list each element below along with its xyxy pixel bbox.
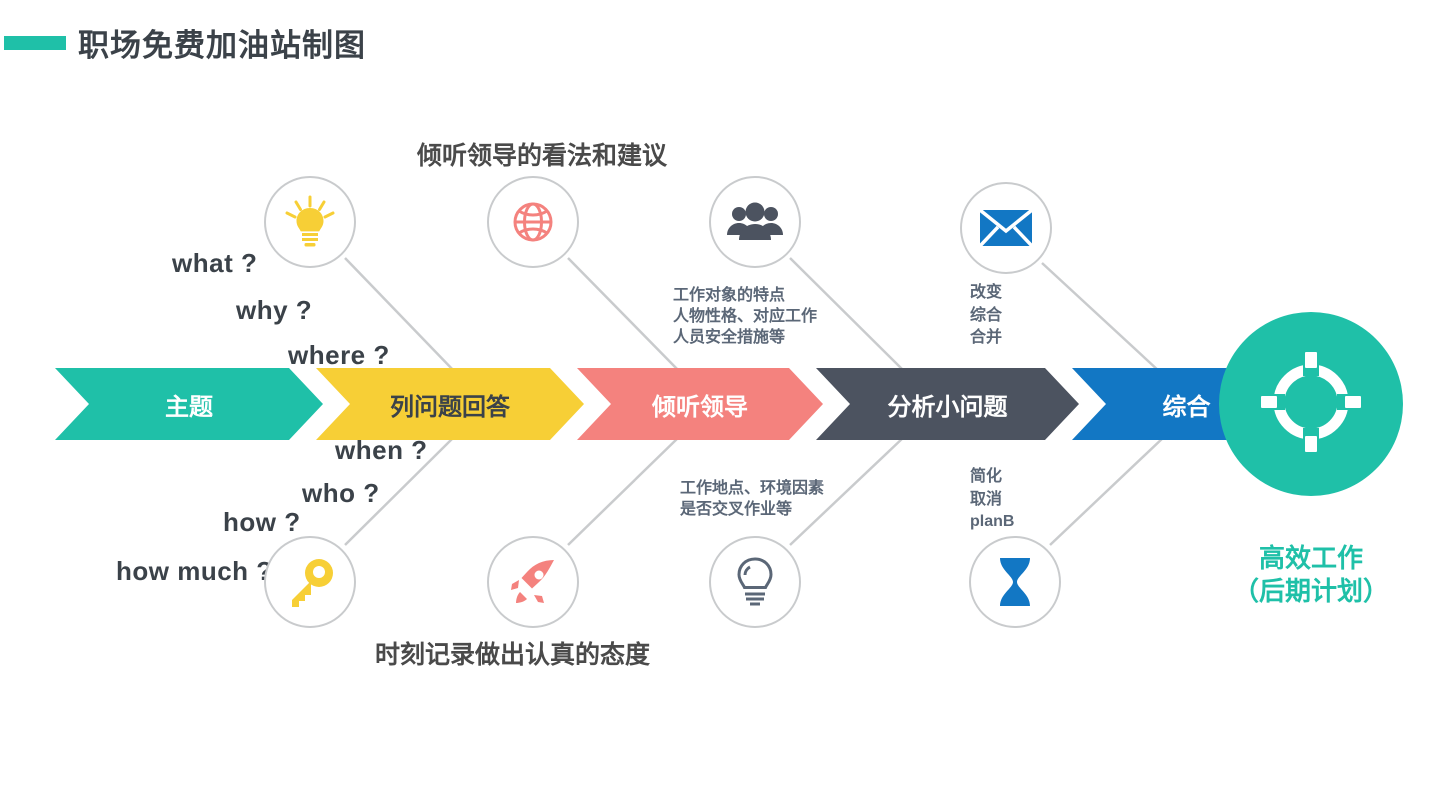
key-icon bbox=[284, 556, 336, 608]
title-accent-bar bbox=[4, 36, 66, 50]
process-step-2[interactable]: 列问题回答 bbox=[316, 368, 584, 440]
question-label-why: why ? bbox=[236, 295, 313, 325]
icon-bubble-lightbulb[interactable] bbox=[264, 176, 356, 268]
note-analysis-top-line2: 人物性格、对应工作 bbox=[673, 308, 818, 326]
question-label-where: where ? bbox=[288, 340, 390, 370]
process-step-3-label: 倾听领导 bbox=[652, 393, 748, 421]
icon-bubble-lightbulb-outline[interactable] bbox=[709, 536, 801, 628]
globe-icon bbox=[508, 197, 558, 247]
lightbulb-outline-icon bbox=[733, 556, 777, 608]
note-analysis-bottom-line1: 工作地点、环境因素 bbox=[680, 480, 825, 497]
note-synthesis-top-line3: 合并 bbox=[970, 329, 1003, 347]
note-analysis-bottom: 工作地点、环境因素 是否交叉作业等 bbox=[680, 478, 824, 520]
icon-bubble-envelope[interactable] bbox=[960, 182, 1052, 274]
people-group-icon bbox=[727, 202, 783, 242]
note-analysis-bottom-line2: 是否交叉作业等 bbox=[680, 501, 793, 519]
question-label-how-much: how much ? bbox=[116, 556, 273, 586]
process-step-1[interactable]: 主题 bbox=[55, 368, 323, 440]
question-label-who: who ? bbox=[302, 478, 380, 508]
note-synthesis-top: 改变 综合 合并 bbox=[970, 282, 1002, 350]
rocket-icon bbox=[507, 556, 559, 608]
icon-bubble-key[interactable] bbox=[264, 536, 356, 628]
result-label-line1: 高效工作 bbox=[1258, 543, 1363, 573]
note-analysis-top: 工作对象的特点 人物性格、对应工作 人员安全措施等 bbox=[673, 285, 817, 348]
caption-top: 倾听领导的看法和建议 bbox=[417, 142, 668, 170]
icon-bubble-globe[interactable] bbox=[487, 176, 579, 268]
envelope-icon bbox=[979, 208, 1033, 248]
note-synthesis-bottom-line3: planB bbox=[970, 513, 1015, 531]
hourglass-icon bbox=[995, 556, 1035, 608]
process-step-1-label: 主题 bbox=[165, 393, 213, 421]
process-step-2-label: 列问题回答 bbox=[390, 393, 510, 421]
note-synthesis-bottom-line1: 简化 bbox=[970, 468, 1003, 485]
icon-bubble-rocket[interactable] bbox=[487, 536, 579, 628]
icon-bubble-people[interactable] bbox=[709, 176, 801, 268]
icon-bubble-hourglass[interactable] bbox=[969, 536, 1061, 628]
question-label-how: how ? bbox=[223, 507, 301, 537]
question-label-what: what ? bbox=[172, 248, 258, 278]
result-label: 高效工作 （后期计划） bbox=[1219, 542, 1403, 609]
caption-bottom: 时刻记录做出认真的态度 bbox=[375, 641, 651, 669]
note-synthesis-top-line1: 改变 bbox=[970, 284, 1003, 301]
process-step-4-label: 分析小问题 bbox=[887, 393, 1008, 421]
result-label-line2: （后期计划） bbox=[1232, 576, 1389, 607]
note-analysis-top-line3: 人员安全措施等 bbox=[673, 329, 786, 347]
target-gear-icon bbox=[1259, 350, 1363, 459]
note-synthesis-top-line2: 综合 bbox=[970, 306, 1003, 324]
note-synthesis-bottom-line2: 取消 bbox=[970, 490, 1003, 508]
page-title: 职场免费加油站制图 bbox=[78, 28, 366, 63]
note-analysis-top-line1: 工作对象的特点 bbox=[673, 287, 786, 304]
note-synthesis-bottom: 简化 取消 planB bbox=[970, 466, 1014, 534]
process-step-3[interactable]: 倾听领导 bbox=[577, 368, 823, 440]
process-step-4[interactable]: 分析小问题 bbox=[816, 368, 1079, 440]
lightbulb-icon bbox=[282, 194, 338, 250]
result-circle bbox=[1219, 312, 1403, 496]
question-label-when: when ? bbox=[335, 435, 428, 465]
process-step-5-label: 综合 bbox=[1162, 393, 1211, 421]
